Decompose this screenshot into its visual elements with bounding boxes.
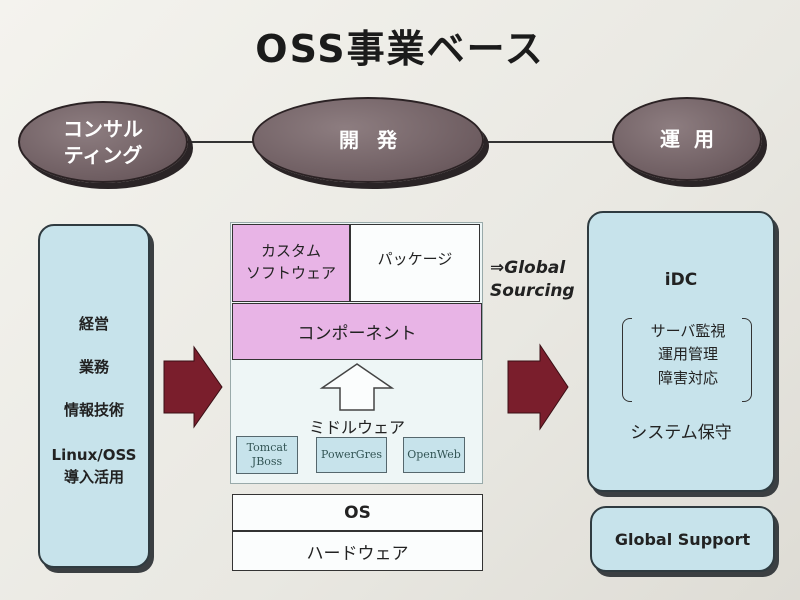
global-sourcing-label: ⇒Global Sourcing <box>490 257 600 303</box>
right-flow-arrow <box>507 343 569 431</box>
phase-consulting: コンサル ティング <box>18 101 188 183</box>
phase-operations: 運用 <box>612 97 762 181</box>
global-sourcing-line1: ⇒Global <box>490 258 566 278</box>
tomcat-label: Tomcat <box>246 440 288 454</box>
middleware-label: ミドルウェア <box>308 418 405 437</box>
ops-item-incident-response: 障害対応 <box>657 368 718 387</box>
custom-software-box: カスタム ソフトウェア <box>232 224 350 302</box>
ops-item-operations-management: 運用管理 <box>657 345 718 364</box>
left-item-it: 情報技術 <box>63 401 124 419</box>
hollow-up-arrow <box>319 363 395 411</box>
left-item-operations: 業務 <box>78 358 109 376</box>
global-sourcing-line2: Sourcing <box>490 280 575 301</box>
component-box: コンポーネント <box>232 303 482 360</box>
jboss-label: JBoss <box>251 455 283 468</box>
left-item-linux-oss: Linux/OSS <box>51 446 137 464</box>
left-flow-arrow <box>163 345 223 429</box>
operations-panel <box>587 211 775 492</box>
business-panel: 経営 業務 情報技術 Linux/OSS 導入活用 <box>38 224 150 568</box>
hardware-box: ハードウェア <box>232 531 483 571</box>
phase-development: 開発 <box>252 97 484 183</box>
ops-item-server-monitoring: サーバ監視 <box>650 322 726 340</box>
system-maintenance-label: システム保守 <box>630 423 732 443</box>
page-title: OSS事業ベース <box>255 27 545 71</box>
phase-consulting-line2: ティング <box>63 143 143 167</box>
phase-consulting-line1: コンサル <box>63 117 143 141</box>
idc-label: iDC <box>664 270 698 290</box>
ops-list: サーバ監視 運用管理 障害対応 <box>628 320 748 390</box>
powergres-box: PowerGres <box>316 437 387 473</box>
global-support-box: Global Support <box>590 506 775 572</box>
left-item-management: 経営 <box>78 315 109 333</box>
custom-software-line2: ソフトウェア <box>245 264 336 282</box>
os-box: OS <box>232 494 483 531</box>
left-item-adoption: 導入活用 <box>63 468 124 486</box>
openweb-box: OpenWeb <box>403 437 465 473</box>
tomcat-jboss-box: Tomcat JBoss <box>236 436 298 474</box>
custom-software-line1: カスタム <box>260 242 321 261</box>
package-box: パッケージ <box>350 224 480 302</box>
left-brace <box>622 318 632 402</box>
